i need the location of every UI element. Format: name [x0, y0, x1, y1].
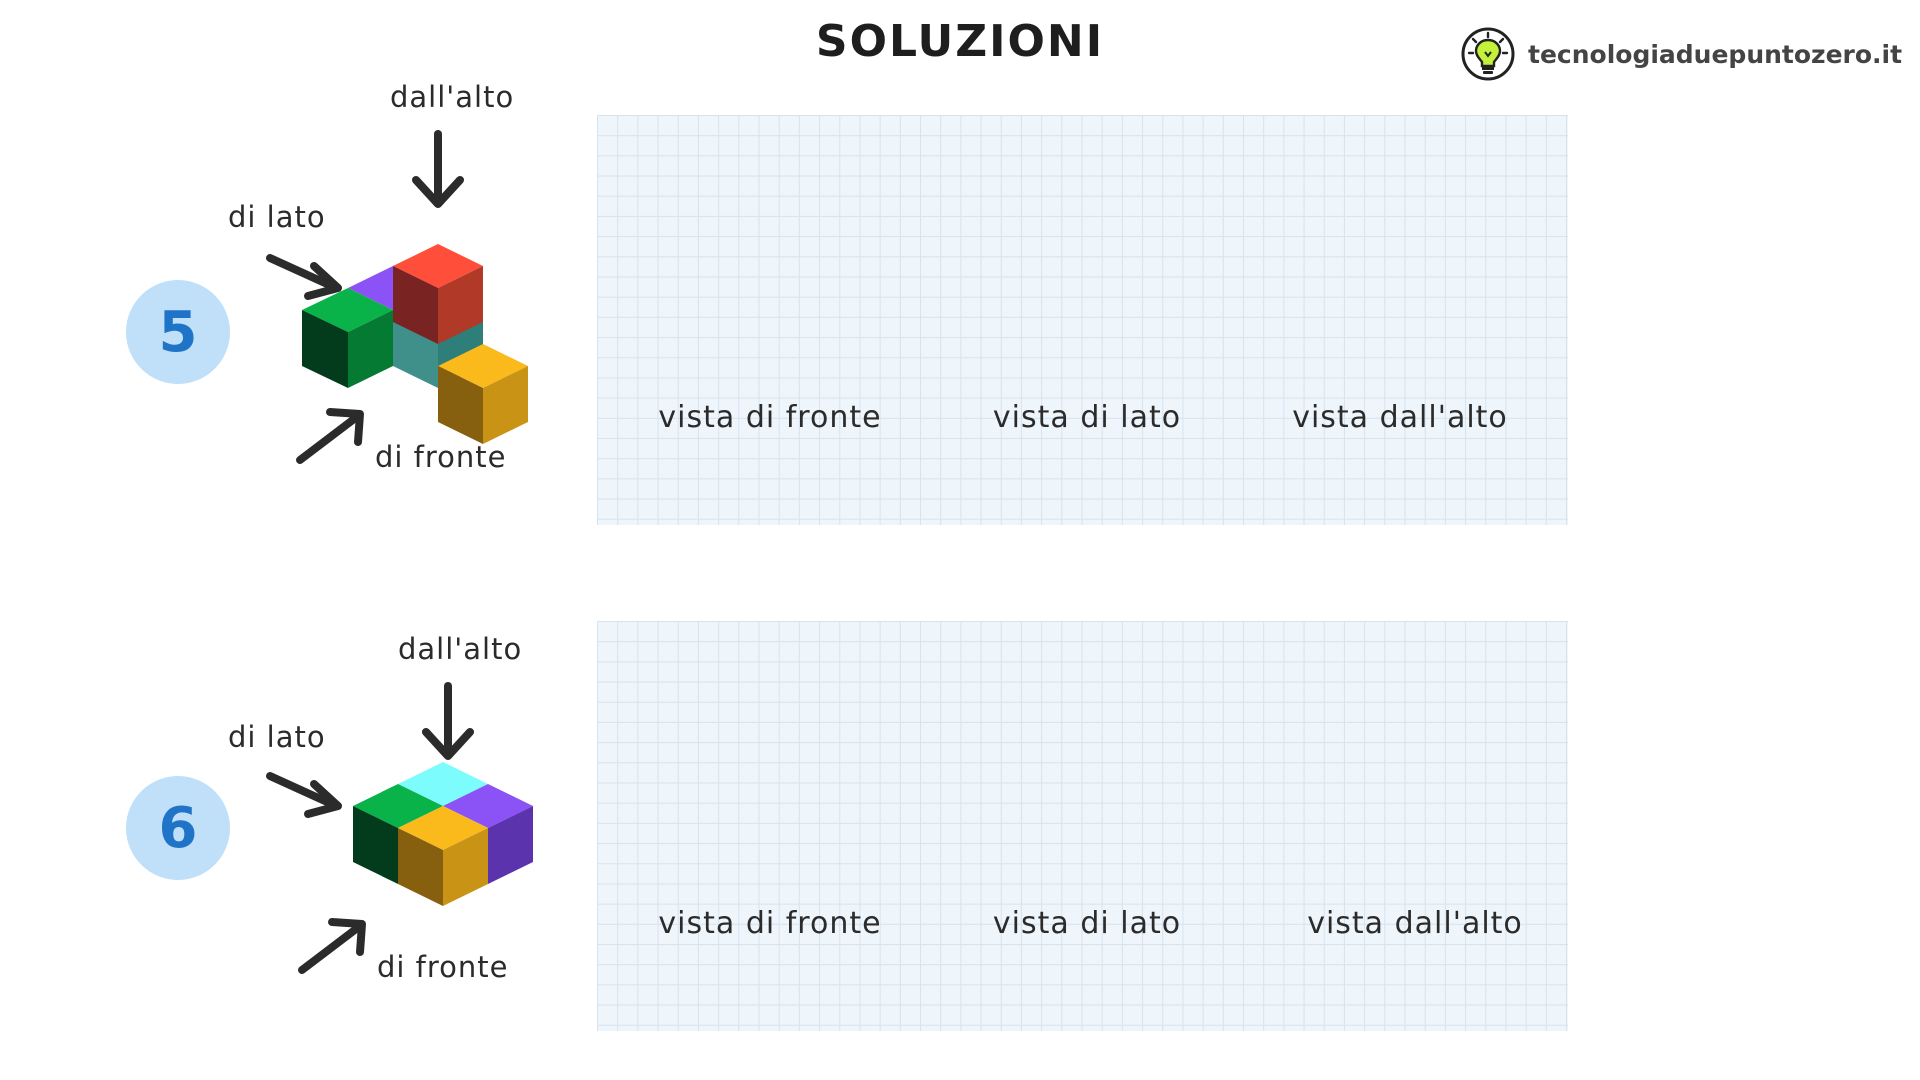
label-top: dall'alto: [390, 80, 515, 114]
arrow-down-icon: [412, 130, 464, 208]
arrow-side-icon: [266, 772, 342, 818]
exercise-6: 6 dall'alto di lato di fronte vista di f…: [0, 620, 1920, 1050]
view-top-label: vista dall'alto: [1307, 906, 1523, 941]
arrow-side-icon: [266, 254, 342, 300]
brand-name: tecnologiaduepuntozero.it: [1528, 39, 1903, 69]
exercise-number-badge: 6: [126, 776, 230, 880]
arrow-front-icon: [298, 918, 366, 974]
view-top-label: vista dall'alto: [1292, 400, 1508, 435]
cube-figure-5: [302, 244, 528, 444]
lightbulb-icon: [1461, 27, 1515, 81]
view-side-label: vista di lato: [992, 400, 1182, 435]
exercise-number-badge: 5: [126, 280, 230, 384]
brand[interactable]: tecnologiaduepuntozero.it: [1460, 26, 1902, 82]
solution-grid: [597, 115, 1568, 525]
exercise-5: 5 dall'alto di lato di fronte vista di f…: [0, 70, 1920, 525]
solution-grid: [597, 621, 1568, 1031]
label-front: di fronte: [375, 440, 507, 474]
view-front-label: vista di fronte: [658, 906, 882, 941]
arrow-front-icon: [296, 408, 364, 464]
view-front-label: vista di fronte: [658, 400, 882, 435]
label-top: dall'alto: [398, 632, 523, 666]
view-side-label: vista di lato: [992, 906, 1182, 941]
label-front: di fronte: [377, 950, 509, 984]
arrow-down-icon: [422, 682, 474, 760]
cube-figure-6: [353, 762, 533, 906]
label-side: di lato: [228, 720, 326, 754]
page-title: SOLUZIONI: [815, 16, 1105, 67]
label-side: di lato: [228, 200, 326, 234]
